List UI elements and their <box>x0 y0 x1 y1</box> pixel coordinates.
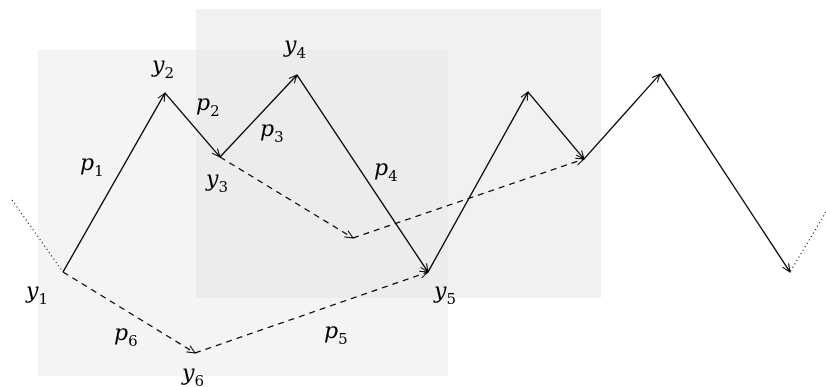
edge-p3 <box>219 75 297 158</box>
edge-mid-valley <box>352 159 584 239</box>
label-y3: y3 <box>205 167 228 196</box>
label-y5: y5 <box>433 279 456 308</box>
label-y4: y4 <box>283 33 306 62</box>
label-p3: p3 <box>260 117 284 146</box>
edge-peak-end <box>659 73 790 272</box>
edge-y5-peak <box>427 92 528 273</box>
label-p4: p4 <box>374 156 398 185</box>
edge-p1 <box>62 93 165 273</box>
label-y6: y6 <box>181 361 204 387</box>
label-y1: y1 <box>25 279 48 308</box>
edge-p6 <box>62 271 195 353</box>
edge-p5 <box>194 272 428 354</box>
edge-y3-mid <box>219 156 353 238</box>
edge-valley-peak <box>583 74 660 160</box>
label-p2: p2 <box>196 91 220 120</box>
label-y2: y2 <box>151 53 174 82</box>
edge-p4 <box>296 74 428 272</box>
label-p6: p6 <box>114 321 138 350</box>
right-dotted-tail <box>789 211 826 273</box>
edge-peak-valley <box>527 91 584 159</box>
label-p1: p1 <box>80 151 104 180</box>
right-shaded-region <box>196 9 601 298</box>
label-p5: p5 <box>324 319 348 348</box>
edge-p2 <box>164 92 220 157</box>
left-dotted-tail <box>11 199 64 273</box>
